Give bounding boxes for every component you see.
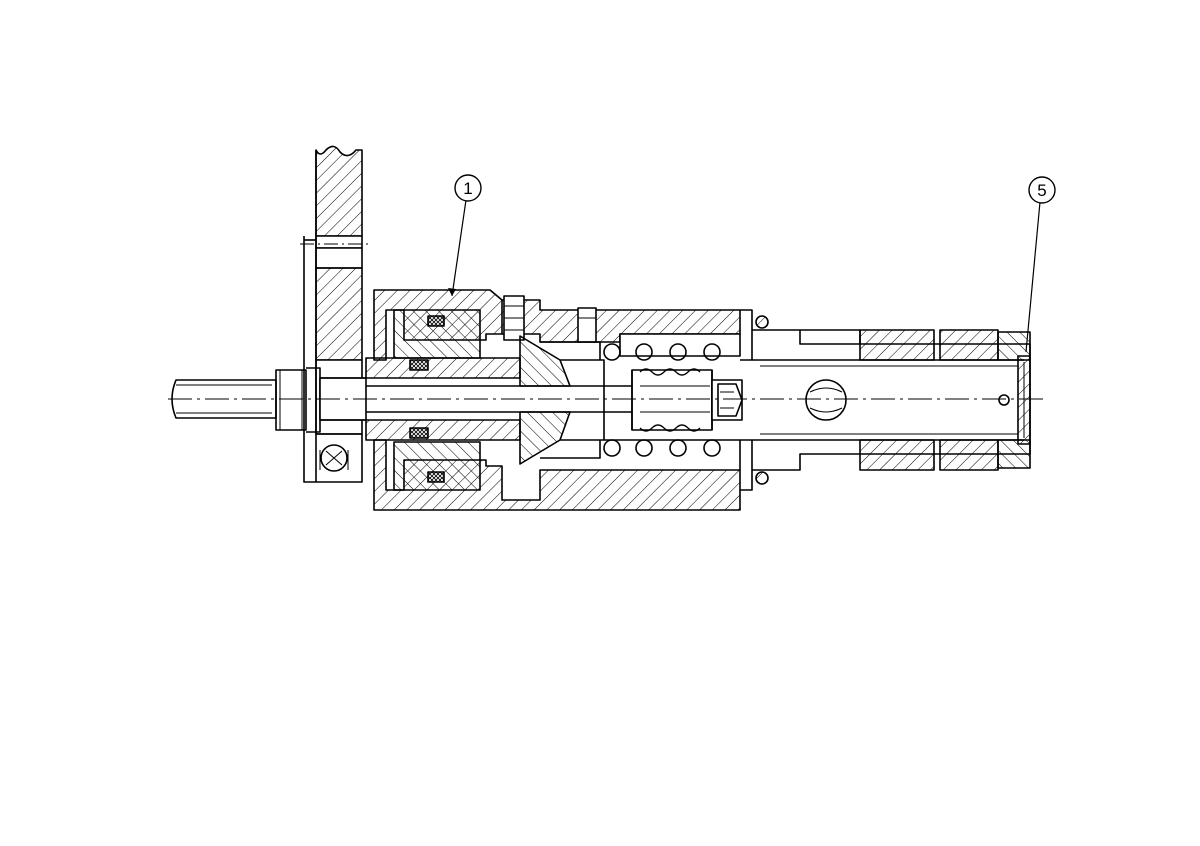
balloon-1: 1 <box>454 174 482 202</box>
spring-assembly <box>631 368 743 432</box>
right-tube <box>752 329 1031 471</box>
balloon-leader-1 <box>448 199 467 297</box>
housing <box>365 289 753 511</box>
balloon-leader-5 <box>1025 201 1041 353</box>
pin-icon <box>320 444 348 472</box>
cross-bore-icon <box>805 379 847 421</box>
balloon-5: 5 <box>1028 176 1056 204</box>
bearing-balls <box>603 315 769 485</box>
balloon-5-label: 5 <box>1037 181 1046 200</box>
balloon-1-label: 1 <box>463 179 472 198</box>
